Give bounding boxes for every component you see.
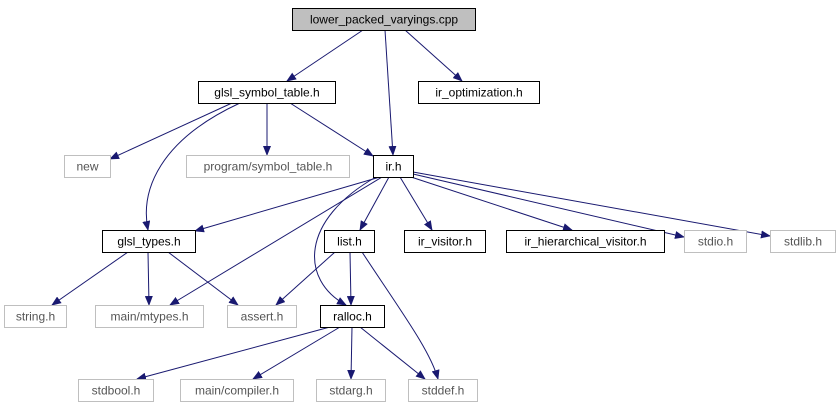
edge-glsl_symbol_table-to-new (109, 102, 233, 160)
node-glsl_symbol_table[interactable]: glsl_symbol_table.h (198, 81, 336, 104)
edge-glsl_types-to-assert (167, 251, 239, 306)
node-ir[interactable]: ir.h (373, 155, 414, 178)
node-box (102, 230, 196, 253)
node-label: main/compiler.h (195, 384, 279, 398)
edge-ir-to-list (359, 176, 390, 231)
node-label: stdbool.h (92, 384, 141, 398)
node-box (373, 155, 414, 178)
node-box (198, 81, 336, 104)
node-label: ir_hierarchical_visitor.h (524, 235, 646, 249)
node-program_symbol_table[interactable]: program/symbol_table.h (186, 155, 350, 178)
edge-list-to-ralloc (346, 251, 355, 306)
node-ir_optimization[interactable]: ir_optimization.h (418, 81, 540, 104)
edge-ralloc-to-stdarg (347, 326, 356, 380)
node-main_compiler[interactable]: main/compiler.h (180, 379, 294, 402)
edge-ralloc-to-stddef (359, 326, 426, 380)
node-ir_visitor[interactable]: ir_visitor.h (404, 230, 486, 253)
node-label: stdarg.h (329, 384, 372, 398)
node-lower_packed_varyings[interactable]: lower_packed_varyings.cpp (292, 8, 476, 31)
node-box (408, 379, 478, 402)
edge-glsl_types-to-main_mtypes (144, 251, 153, 306)
node-stddef[interactable]: stddef.h (408, 379, 478, 402)
node-label: stdlib.h (784, 235, 822, 249)
node-box (180, 379, 294, 402)
edge-ir-to-ir_visitor (399, 176, 433, 231)
node-label: lower_packed_varyings.cpp (310, 13, 458, 27)
node-box (292, 8, 476, 31)
node-label: program/symbol_table.h (204, 160, 333, 174)
edge-glsl_types-to-string (51, 251, 129, 306)
edge-lower_packed_varyings-to-glsl_symbol_table (286, 29, 364, 82)
node-label: stddef.h (422, 384, 465, 398)
node-box (404, 230, 486, 253)
node-label: new (76, 160, 98, 174)
edge-ir-to-stdio (412, 173, 685, 239)
node-box (684, 230, 747, 253)
node-box (227, 305, 297, 328)
node-new[interactable]: new (64, 155, 111, 178)
node-label: glsl_symbol_table.h (214, 86, 319, 100)
edge-ir-to-stdlib (412, 171, 771, 239)
node-main_mtypes[interactable]: main/mtypes.h (95, 305, 204, 328)
node-string[interactable]: string.h (4, 305, 67, 328)
node-label: main/mtypes.h (110, 310, 188, 324)
node-box (418, 81, 540, 104)
edge-ir-to-main_mtypes (169, 176, 383, 306)
node-box (4, 305, 67, 328)
edge-lower_packed_varyings-to-ir (384, 29, 397, 156)
edge-ralloc-to-stdbool (136, 326, 331, 381)
node-box (95, 305, 204, 328)
node-stdio[interactable]: stdio.h (684, 230, 747, 253)
edge-ir-to-glsl_types (194, 176, 381, 233)
node-label: ir_optimization.h (435, 86, 522, 100)
node-box (64, 155, 111, 178)
node-glsl_types[interactable]: glsl_types.h (102, 230, 196, 253)
node-label: list.h (337, 235, 362, 249)
node-stdlib[interactable]: stdlib.h (770, 230, 836, 253)
node-label: ir_visitor.h (418, 235, 472, 249)
node-label: stdio.h (698, 235, 733, 249)
edge-list-to-assert (275, 251, 336, 306)
node-label: ir.h (385, 160, 401, 174)
node-label: glsl_types.h (117, 235, 180, 249)
edge-ralloc-to-main_compiler (252, 326, 341, 380)
node-box (78, 379, 154, 402)
edge-list-to-stddef (361, 251, 440, 380)
node-box (320, 305, 385, 328)
node-box (324, 230, 375, 253)
edge-glsl_symbol_table-to-glsl_types (142, 102, 241, 231)
node-label: string.h (16, 310, 55, 324)
node-stdarg[interactable]: stdarg.h (316, 379, 386, 402)
nodes-layer: lower_packed_varyings.cpp glsl_symbol_tab… (4, 8, 836, 402)
node-label: assert.h (241, 310, 284, 324)
node-box (506, 230, 665, 253)
edge-glsl_symbol_table-to-ir (289, 102, 374, 157)
edge-ir-to-ralloc (314, 176, 377, 306)
node-assert[interactable]: assert.h (227, 305, 297, 328)
node-box (186, 155, 350, 178)
node-ir_hierarchical_visitor[interactable]: ir_hierarchical_visitor.h (506, 230, 665, 253)
node-box (770, 230, 836, 253)
node-box (316, 379, 386, 402)
edge-lower_packed_varyings-to-ir_optimization (404, 29, 463, 82)
edges-layer (51, 29, 771, 381)
node-list[interactable]: list.h (324, 230, 375, 253)
node-stdbool[interactable]: stdbool.h (78, 379, 154, 402)
node-ralloc[interactable]: ralloc.h (320, 305, 385, 328)
node-label: ralloc.h (333, 310, 372, 324)
edge-ir-to-ir_hierarchical_visitor (410, 176, 573, 231)
